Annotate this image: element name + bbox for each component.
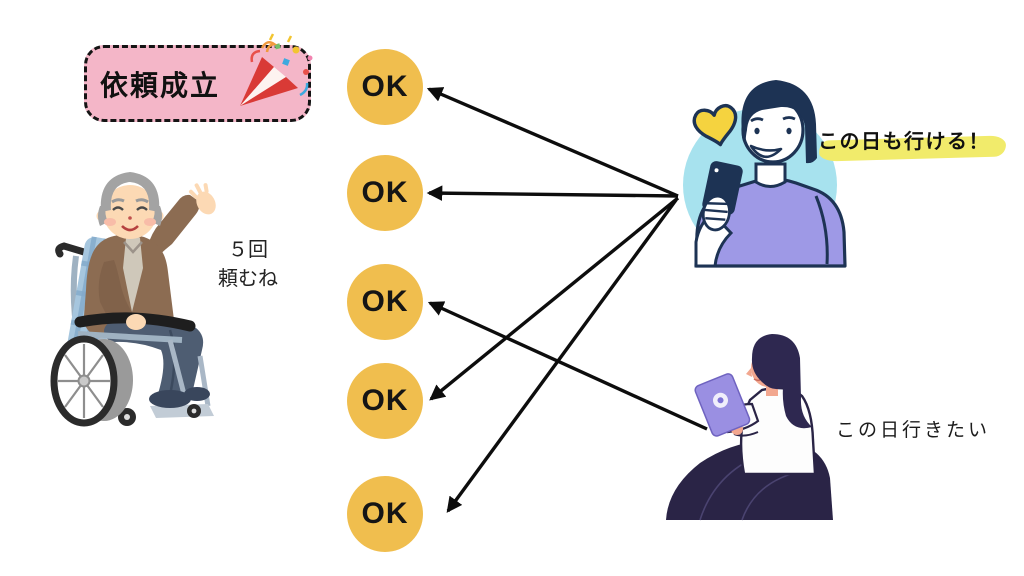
arrow-man-to-ok5 [446, 198, 678, 513]
helper-man-illustration [683, 80, 847, 268]
arrow-man-to-ok4 [429, 196, 680, 401]
ok-circle-2: OK [347, 155, 423, 231]
ok-circle-3: OK [347, 264, 423, 340]
arrow-group [426, 87, 708, 513]
arrow-man-to-ok1 [426, 87, 679, 198]
smartphone-icon [702, 161, 743, 215]
ok-circle-5: OK [347, 476, 423, 552]
helper-woman-illustration [666, 334, 833, 521]
man-speech-text: この日も行ける！ [818, 131, 990, 153]
woman-speech: この日行きたい [836, 420, 991, 441]
arrow-woman-to-ok3 [427, 301, 708, 431]
heart-icon [692, 104, 738, 147]
ok-label: OK [361, 497, 409, 530]
ok-label: OK [361, 70, 409, 103]
ok-label: OK [361, 285, 409, 318]
request-banner: 依頼成立 [84, 45, 311, 122]
requester-note-line2: 頼むね [218, 268, 278, 290]
ok-label: OK [361, 384, 409, 417]
ok-label: OK [361, 176, 409, 209]
banner-label: 依頼成立 [100, 69, 221, 101]
man-speech: この日も行ける！ [818, 125, 1007, 162]
arrow-man-to-ok2 [426, 185, 679, 201]
requester-note-line1: ５回 [228, 239, 268, 261]
elderly-man-illustration [50, 172, 216, 427]
requester-note: ５回 頼むね [197, 236, 299, 294]
ok-circle-4: OK [347, 363, 423, 439]
ok-circle-1: OK [347, 49, 423, 125]
tablet-icon [694, 373, 751, 437]
